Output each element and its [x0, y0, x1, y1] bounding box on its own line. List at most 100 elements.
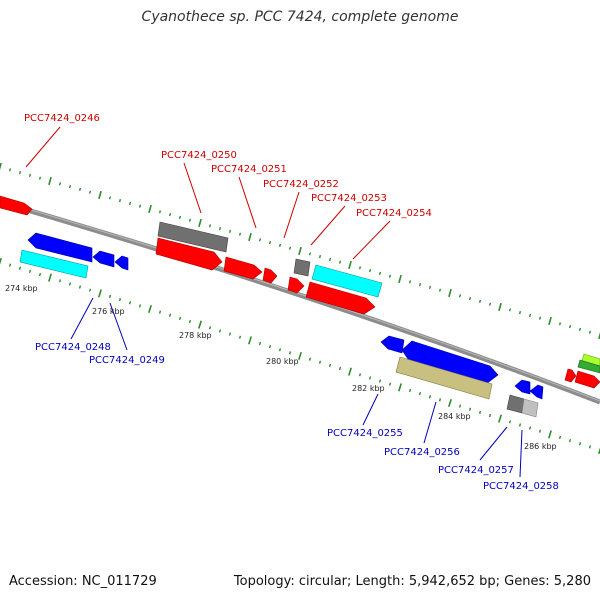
feature-lime[interactable] — [581, 353, 600, 367]
feature-trna-0254[interactable] — [311, 264, 383, 298]
tick-mark — [428, 285, 432, 289]
feature-cds-0248[interactable] — [27, 232, 93, 263]
tick-mark — [548, 316, 552, 326]
tick-mark — [18, 171, 22, 175]
tick-mark — [438, 398, 442, 402]
feature-green[interactable] — [577, 359, 600, 374]
genome-summary-text: Topology: circular; Length: 5,942,652 bp… — [233, 574, 591, 589]
scale-label: 276 kbp — [92, 307, 125, 316]
tick-mark — [288, 246, 292, 250]
tick-mark — [88, 190, 92, 194]
tick-mark — [448, 398, 452, 408]
feature-gray-0253[interactable] — [293, 258, 311, 277]
tick-mark — [578, 327, 582, 331]
tick-mark — [258, 341, 262, 346]
feature-cds-forward-right[interactable] — [564, 368, 577, 383]
feature-lightgray-0258[interactable] — [521, 398, 539, 418]
tick-mark — [528, 313, 532, 317]
tick-mark — [468, 407, 472, 411]
tick-mark — [478, 299, 482, 303]
tick-mark — [148, 304, 152, 314]
gene-label-0249: PCC7424_0249 — [89, 355, 165, 366]
tick-mark — [128, 301, 132, 305]
tick-mark — [318, 255, 322, 259]
feature-cds-0252[interactable] — [262, 267, 278, 284]
feature-cds-0249[interactable] — [92, 250, 115, 268]
feature-cds-0255[interactable] — [380, 335, 405, 354]
feature-gray-0257[interactable] — [506, 394, 525, 414]
tick-mark — [328, 363, 332, 367]
feature-cds-0254[interactable] — [305, 281, 376, 315]
tick-mark — [558, 435, 562, 440]
tick-mark — [448, 288, 452, 298]
feature-trna[interactable] — [19, 249, 89, 279]
gene-label-0252: PCC7424_0252 — [263, 179, 339, 190]
tick-mark — [268, 241, 272, 245]
tick-mark — [128, 201, 132, 205]
tick-mark — [248, 336, 252, 345]
tick-mark — [228, 229, 232, 233]
tick-mark — [188, 218, 192, 222]
tick-mark — [388, 274, 392, 278]
tick-mark — [178, 215, 182, 219]
tick-mark — [268, 345, 272, 349]
tick-mark — [378, 271, 382, 275]
tick-mark — [328, 257, 332, 261]
tick-track-upper — [0, 162, 600, 340]
tick-mark — [578, 442, 582, 446]
tick-mark — [28, 269, 32, 273]
tick-mark — [278, 243, 282, 247]
scale-label: 280 kbp — [266, 357, 299, 366]
tick-mark — [358, 266, 362, 270]
feature-cds-0251[interactable] — [223, 256, 263, 280]
tick-mark — [108, 294, 112, 299]
tick-mark — [158, 310, 162, 314]
feature-cds-0253[interactable] — [287, 276, 305, 294]
tick-mark — [498, 414, 502, 423]
feature-cds-0250[interactable] — [155, 237, 223, 271]
tick-mark — [138, 304, 142, 308]
tick-mark — [198, 320, 202, 329]
tick-mark — [68, 185, 72, 189]
feature-cds-0257b[interactable] — [529, 384, 544, 400]
tick-mark — [98, 190, 102, 200]
feature-cds-0249b[interactable] — [114, 255, 129, 271]
tick-mark — [48, 273, 52, 282]
tick-mark — [358, 373, 362, 377]
scale-label: 282 kbp — [352, 384, 385, 393]
feature-cds-forward[interactable] — [0, 195, 33, 216]
tick-mark — [508, 420, 512, 424]
feature-gray-0250[interactable] — [157, 221, 229, 253]
tick-mark — [0, 162, 2, 170]
tick-mark — [298, 246, 302, 256]
tick-mark — [338, 366, 342, 371]
gene-label-0258: PCC7424_0258 — [483, 481, 559, 492]
tick-mark — [78, 285, 82, 289]
feature-cds-forward-right2[interactable] — [574, 370, 600, 389]
tick-mark — [48, 176, 52, 186]
tick-mark — [8, 263, 12, 267]
gene-label-0248: PCC7424_0248 — [35, 342, 111, 353]
tick-mark — [38, 176, 42, 180]
tick-mark — [458, 404, 462, 408]
gene-label-0254: PCC7424_0254 — [356, 208, 432, 219]
tick-mark — [278, 348, 282, 352]
tick-mark — [548, 430, 552, 439]
tick-mark — [408, 388, 412, 393]
tick-mark — [428, 395, 432, 399]
tick-mark — [518, 311, 522, 315]
tick-mark — [78, 187, 82, 191]
genome-backbone — [0, 199, 600, 405]
feature-cds-0257[interactable] — [514, 379, 531, 395]
tick-mark — [158, 210, 162, 214]
gene-label-0250: PCC7424_0250 — [161, 150, 237, 161]
tick-mark — [248, 232, 252, 242]
tick-mark — [318, 360, 322, 364]
tick-mark — [88, 288, 92, 292]
tick-mark — [568, 325, 572, 329]
map-title: Cyanothece sp. PCC 7424, complete genome — [141, 9, 459, 25]
tick-mark — [298, 351, 302, 361]
feature-misc[interactable] — [395, 356, 493, 400]
tick-mark — [58, 182, 62, 186]
tick-mark — [58, 279, 62, 283]
